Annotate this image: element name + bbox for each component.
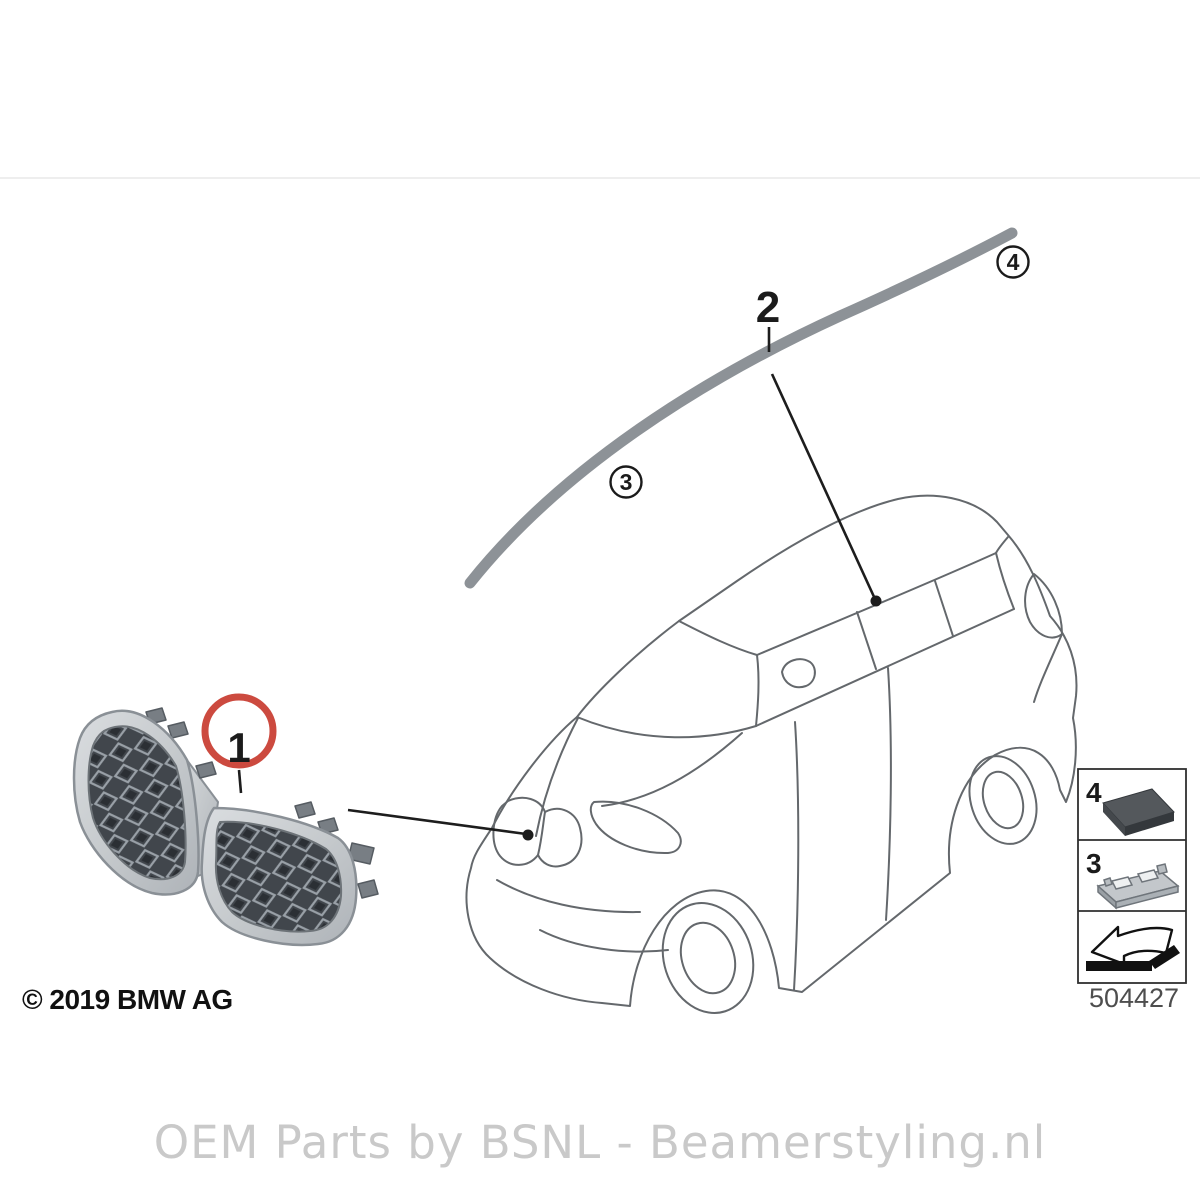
callout-1: 1 [201, 693, 277, 771]
grille-right-kidney-mesh [214, 820, 343, 933]
car-kidney-divider [537, 811, 546, 856]
cowl-line [576, 716, 757, 739]
front-door-seam [793, 721, 800, 991]
direction-arrow-icon [1086, 925, 1180, 971]
car-body-silhouette [465, 494, 1078, 1007]
hood-crease-right [601, 732, 743, 807]
leader-1-to-grille [237, 769, 243, 794]
front-wheel [661, 902, 755, 1014]
pad-part-icon [1102, 788, 1175, 836]
c-pillar [934, 580, 954, 637]
bumper-line-upper [496, 879, 641, 914]
callout-2-number: 2 [756, 283, 780, 332]
roof-front-edge [678, 620, 758, 656]
callout-3: 3 [609, 465, 643, 499]
part-diagram-number: 504427 [1089, 983, 1179, 1013]
callout-4-number: 4 [1007, 249, 1020, 275]
watermark-text: OEM Parts by BSNL - Beamerstyling.nl [154, 1116, 1047, 1169]
hood-crease-left [535, 717, 579, 837]
callout-1-number: 1 [227, 724, 250, 771]
rear-bumper-line [1033, 633, 1063, 703]
roof-trim-strip [464, 227, 1018, 589]
b-pillar [856, 611, 877, 670]
rear-wheel [968, 755, 1038, 845]
hatch-edge [995, 536, 1009, 554]
leader-grille-to-car [347, 808, 527, 836]
callout-3-number: 3 [620, 469, 633, 495]
leader-lines [237, 327, 882, 841]
legend-item-3: 3 [1086, 848, 1180, 910]
legend-box: 4 3 [1077, 768, 1187, 984]
tail-lamp-outline [1024, 573, 1063, 639]
callout-1-red-circle [201, 693, 277, 769]
callout-4-circle [996, 245, 1030, 279]
grille-left-kidney-mesh [87, 725, 187, 881]
legend-item-4-label: 4 [1086, 777, 1102, 808]
legend-item-4: 4 [1086, 777, 1175, 836]
leader-dot-kidney [522, 829, 534, 841]
callout-3-circle [609, 465, 643, 499]
leader-strip-to-roof [770, 373, 877, 600]
headlight-outline [589, 800, 682, 855]
rear-door-seam [885, 667, 892, 921]
callout-4: 4 [996, 245, 1030, 279]
leader-dot-roof [870, 595, 882, 607]
car-illustration [465, 494, 1078, 1014]
quarter-window-edge [995, 552, 1015, 610]
callout-2: 2 [756, 283, 780, 332]
side-mirror [781, 658, 816, 689]
grille-tabs [145, 707, 379, 899]
bumper-line-lower [539, 929, 669, 953]
copyright-text: © 2019 BMW AG [22, 984, 233, 1015]
kidney-grille-part [72, 707, 379, 947]
clip-part-icon [1096, 863, 1180, 910]
legend-item-3-label: 3 [1086, 848, 1102, 879]
a-pillar-far [755, 654, 760, 727]
beltline [755, 608, 1015, 727]
